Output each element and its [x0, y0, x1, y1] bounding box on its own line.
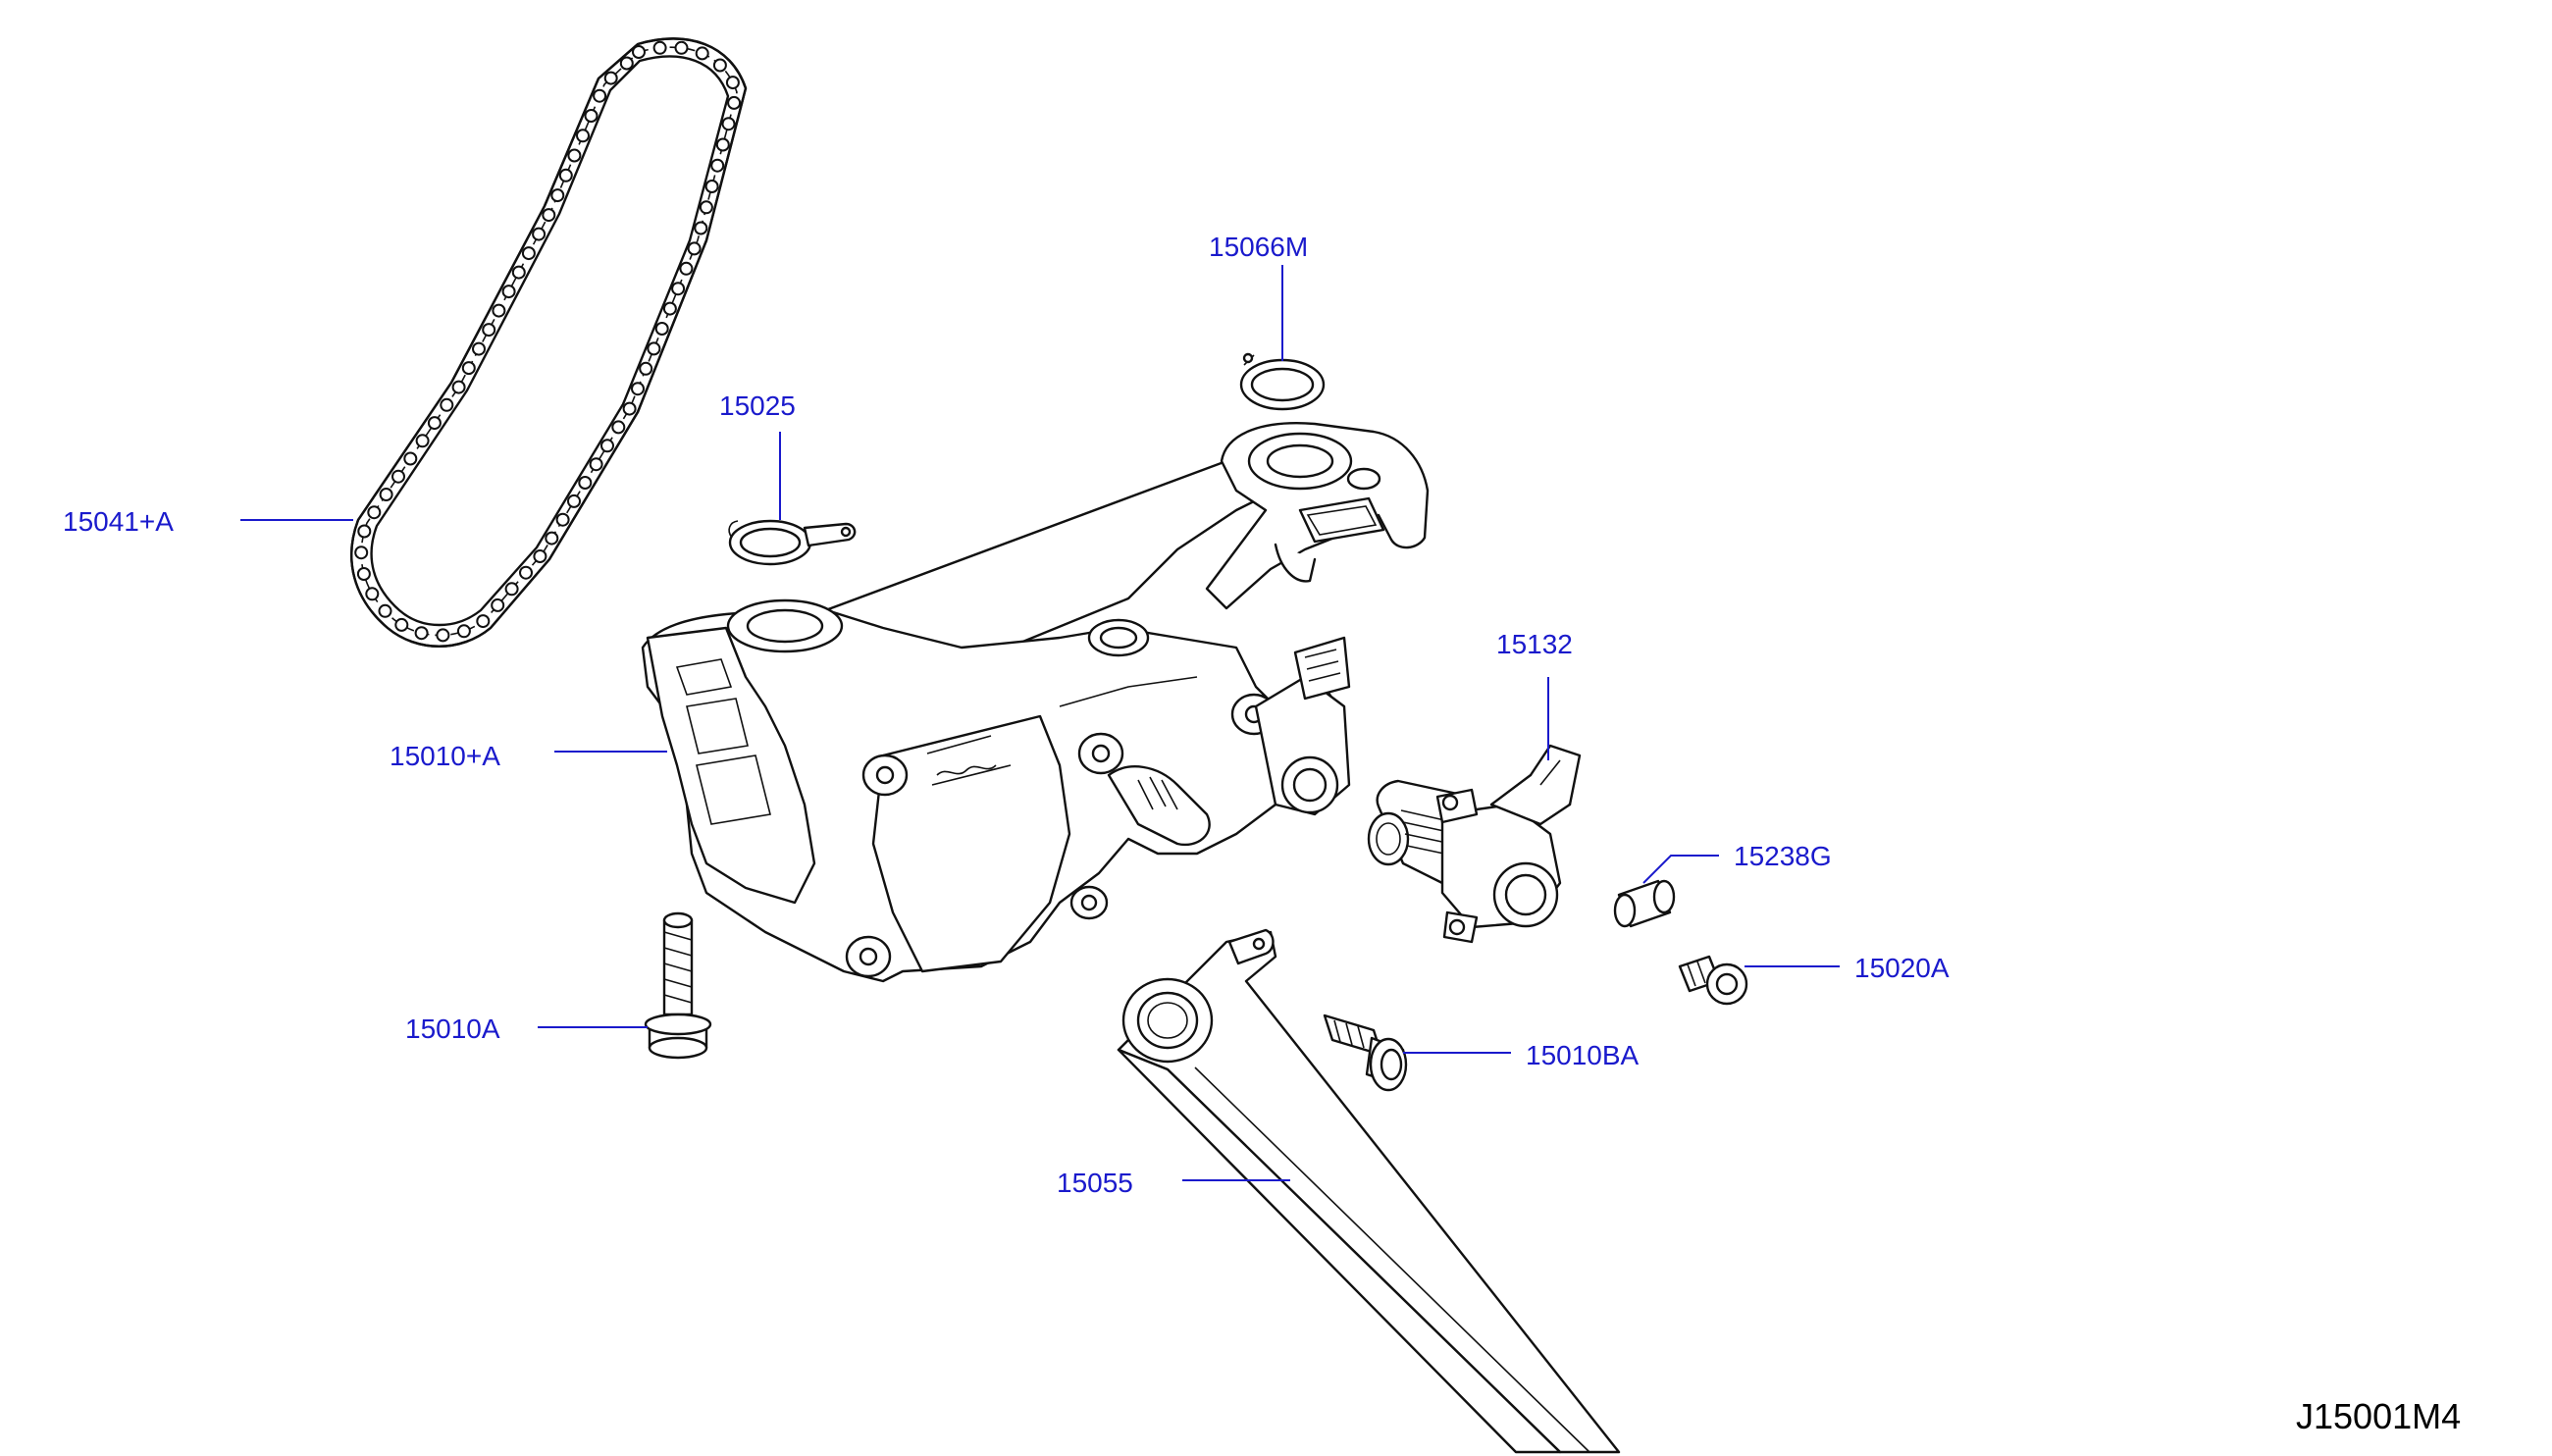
chain-link [555, 512, 570, 527]
callout-15025: 15025 [719, 390, 796, 421]
chain-link [504, 582, 519, 597]
oil-strainer [1117, 928, 1621, 1454]
chain-link [662, 301, 677, 316]
chain-link [584, 109, 599, 123]
chain-link [357, 524, 372, 539]
callout-15041-a: 15041+A [63, 506, 174, 537]
chain-link [354, 546, 369, 560]
chain-link [567, 494, 581, 508]
callout-leaders [240, 265, 1840, 1181]
chain-link [501, 285, 516, 299]
chain-link [521, 246, 536, 261]
chain-link [550, 188, 565, 203]
chain-link [436, 628, 450, 643]
chain-link [440, 397, 454, 412]
chain-link [622, 401, 637, 416]
chain-link [671, 282, 686, 296]
bolt-short [1323, 1014, 1408, 1092]
o-ring-small [728, 519, 857, 566]
screw [1678, 955, 1748, 1006]
chain-link [492, 303, 506, 318]
chain-link [725, 76, 740, 90]
chain-link [491, 598, 505, 612]
chain-link [712, 58, 727, 73]
timing-chain [350, 37, 748, 648]
chain-link [715, 137, 730, 152]
drawing-code: J15001M4 [2296, 1396, 2461, 1436]
chain-link [391, 469, 405, 484]
chain-link [727, 95, 742, 110]
chain-link [414, 626, 429, 641]
chain-link [567, 148, 582, 163]
chain-link [394, 617, 409, 632]
chain-link [619, 56, 634, 71]
chain-link [367, 505, 382, 520]
callout-15055: 15055 [1057, 1168, 1133, 1198]
chain-link [695, 46, 709, 61]
chain-link [415, 434, 430, 448]
chain-link [403, 451, 418, 466]
chain-link [679, 261, 694, 276]
chain-link [511, 265, 526, 280]
chain-link [593, 88, 607, 103]
chain-link [558, 168, 573, 182]
callout-15010a: 15010A [405, 1014, 500, 1044]
mount-boss [845, 618, 1277, 978]
chain-link [378, 603, 392, 618]
chain-link [652, 40, 667, 55]
bolt-long [644, 911, 712, 1060]
chain-link [379, 488, 393, 501]
chain-link [456, 624, 471, 639]
chain-link [365, 587, 380, 601]
chain-link [632, 45, 646, 59]
chain-link [710, 158, 725, 173]
chain-link [476, 614, 491, 629]
chain-link [611, 420, 626, 435]
chain-link [600, 439, 614, 453]
chain-link [704, 180, 719, 193]
chain-link [451, 380, 466, 394]
chain-link [461, 361, 476, 376]
chain-link [482, 323, 496, 338]
callout-15238g: 15238G [1734, 841, 1832, 871]
chain-link [578, 476, 593, 490]
chain-link [631, 382, 645, 396]
chain-link [687, 241, 702, 256]
oil-pump-body [641, 422, 1430, 983]
chain-link [639, 361, 653, 376]
callout-15010ba: 15010BA [1526, 1040, 1640, 1070]
chain-link [576, 129, 590, 143]
chain-link [654, 322, 669, 336]
chain-link [647, 341, 661, 356]
sleeve [1613, 879, 1676, 928]
chain-link [472, 341, 486, 356]
chain-link [519, 565, 533, 580]
chain-link [699, 200, 713, 215]
chain-link [694, 221, 708, 235]
callout-15066m: 15066M [1209, 232, 1308, 262]
chain-link [589, 457, 603, 472]
chain-link [356, 567, 371, 581]
chain-link [542, 208, 556, 223]
chain-link [533, 549, 547, 563]
chain-link [532, 227, 547, 241]
callout-15010-a-assembly: 15010+A [390, 741, 500, 771]
chain-link [674, 40, 689, 55]
callout-15132: 15132 [1496, 629, 1573, 659]
solenoid-valve [1367, 744, 1582, 944]
leader-sleeve [1642, 855, 1719, 884]
callout-15020a: 15020A [1854, 953, 1950, 983]
chain-link [603, 71, 618, 85]
chain-link [545, 531, 559, 546]
chain-link [721, 117, 736, 131]
chain-link [427, 416, 442, 431]
o-ring-top [1239, 352, 1326, 411]
